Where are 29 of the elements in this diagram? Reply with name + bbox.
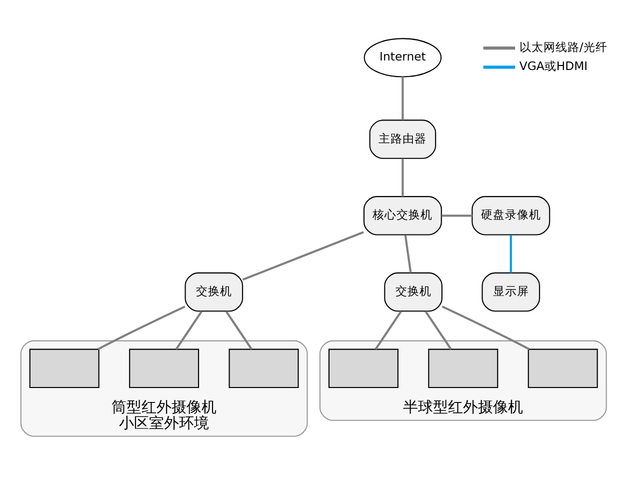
legend-label: 以太网线路/光纤 <box>519 40 608 54</box>
node-box <box>228 348 299 388</box>
node-box: 交换机 <box>384 272 442 312</box>
node-box <box>428 348 498 388</box>
connector <box>402 158 404 196</box>
node-box <box>29 348 100 388</box>
cluster: 筒型红外摄像机 小区室外环境 <box>20 340 308 437</box>
node-box <box>528 348 598 388</box>
connector <box>402 76 404 120</box>
connector <box>424 310 452 350</box>
cluster: 半球型红外摄像机 <box>319 340 607 421</box>
node-box <box>328 348 398 388</box>
connector <box>225 310 252 350</box>
connector <box>442 306 530 350</box>
connector <box>374 310 402 350</box>
node-box: 交换机 <box>184 272 244 312</box>
connector <box>175 310 202 350</box>
node-box: 核心交换机 <box>363 196 442 236</box>
connector <box>510 235 512 273</box>
legend-label: VGA或HDMI <box>519 59 588 74</box>
connector <box>242 231 364 281</box>
connector <box>442 214 472 217</box>
connector <box>404 234 412 273</box>
node-box: 硬盘录像机 <box>472 196 550 236</box>
node-box: 主路由器 <box>369 120 436 159</box>
connector <box>98 306 186 350</box>
node-ellipse: Internet <box>364 38 442 78</box>
node-box: 显示屏 <box>482 272 540 312</box>
node-box <box>129 348 200 388</box>
